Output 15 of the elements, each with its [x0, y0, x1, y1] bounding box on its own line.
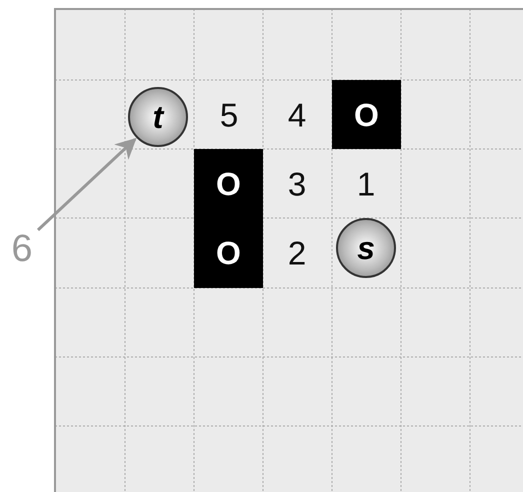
callout-text: 6	[11, 230, 33, 268]
cell-letter: O	[354, 98, 379, 130]
node-letter: s	[357, 232, 375, 264]
cell-number: 1	[356, 168, 376, 200]
node-letter: t	[152, 101, 164, 133]
blocked-cell	[194, 149, 263, 218]
cell-letter: O	[216, 168, 241, 200]
cell-number: 4	[288, 98, 306, 132]
cell-number: 2	[288, 236, 306, 270]
cell-letter: O	[216, 237, 241, 269]
cell-number: 3	[288, 168, 306, 200]
blocked-cell	[332, 80, 401, 149]
arrow	[36, 138, 137, 232]
cell-number: 5	[220, 98, 238, 132]
blocked-cell	[194, 218, 263, 288]
